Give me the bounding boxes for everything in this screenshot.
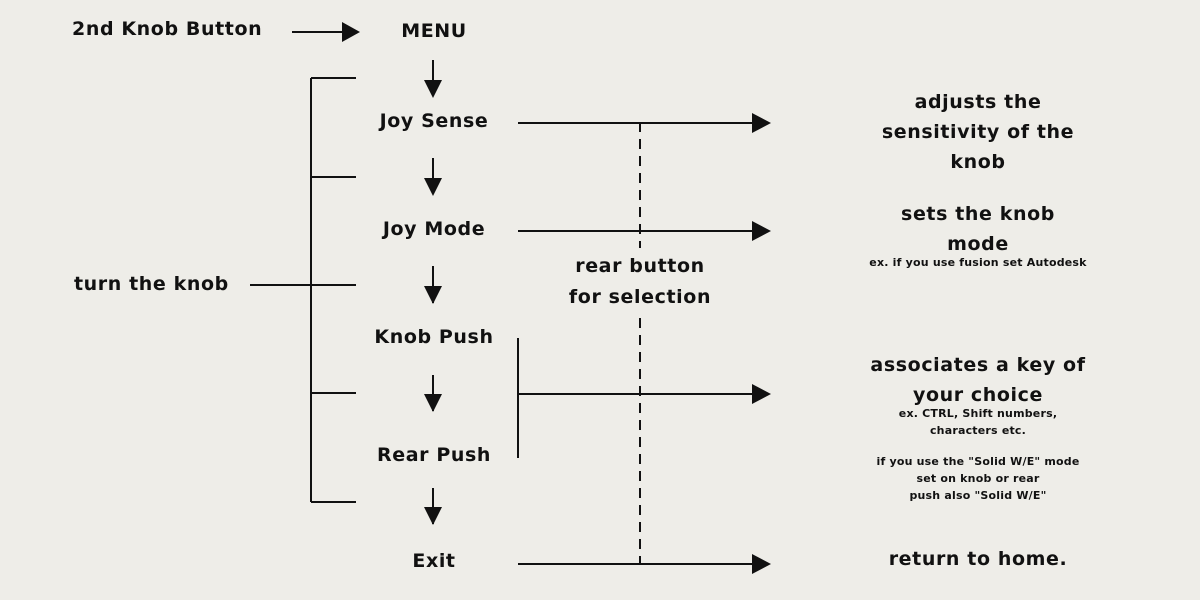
- menu-item-rear-push: Rear Push: [376, 444, 492, 466]
- push-desc-note-line1: if you use the "Solid W/E" mode set on k…: [876, 455, 1080, 485]
- rear-button-label-line2: for selection: [568, 286, 712, 308]
- turn-knob-label: turn the knob: [74, 273, 229, 295]
- push-desc-gap: [867, 439, 1089, 453]
- push-desc-main: associates a key of your choice: [870, 354, 1086, 406]
- down-arrowhead-5: [424, 507, 442, 525]
- push-desc-note-line2: push also "Solid W/E": [909, 489, 1047, 502]
- menu-item-exit: Exit: [412, 550, 456, 572]
- joy-mode-desc-sub: ex. if you use fusion set Autodesk: [869, 256, 1087, 269]
- start-arrowhead: [342, 22, 360, 42]
- joy-sense-arrowhead: [752, 113, 771, 133]
- joy-sense-desc-line1: adjusts the sensitivity of the: [881, 91, 1075, 143]
- push-desc-sub: ex. CTRL, Shift numbers, characters etc.: [898, 407, 1058, 437]
- exit-description: return to home.: [889, 544, 1068, 574]
- down-arrowhead-2: [424, 178, 442, 196]
- menu-item-joy-sense: Joy Sense: [379, 110, 489, 132]
- rear-button-label-line1: rear button: [575, 255, 705, 277]
- start-label: 2nd Knob Button: [72, 18, 263, 40]
- joy-mode-arrowhead: [752, 221, 771, 241]
- push-arrowhead: [752, 384, 771, 404]
- exit-desc-main: return to home.: [888, 548, 1068, 570]
- joy-mode-desc-main: sets the knob mode: [901, 203, 1055, 255]
- menu-title: MENU: [401, 20, 467, 42]
- joy-mode-description: sets the knob mode ex. if you use fusion…: [867, 199, 1089, 271]
- joy-sense-description: adjusts the sensitivity of the knob: [867, 87, 1089, 177]
- push-description: associates a key of your choice ex. CTRL…: [867, 350, 1089, 504]
- menu-item-knob-push: Knob Push: [374, 326, 494, 348]
- joy-sense-desc-line2: knob: [950, 151, 1006, 173]
- down-arrowhead-3: [424, 286, 442, 304]
- menu-item-joy-mode: Joy Mode: [382, 218, 486, 240]
- exit-arrowhead: [752, 554, 771, 574]
- down-arrowhead-4: [424, 394, 442, 412]
- down-arrowhead-1: [424, 80, 442, 98]
